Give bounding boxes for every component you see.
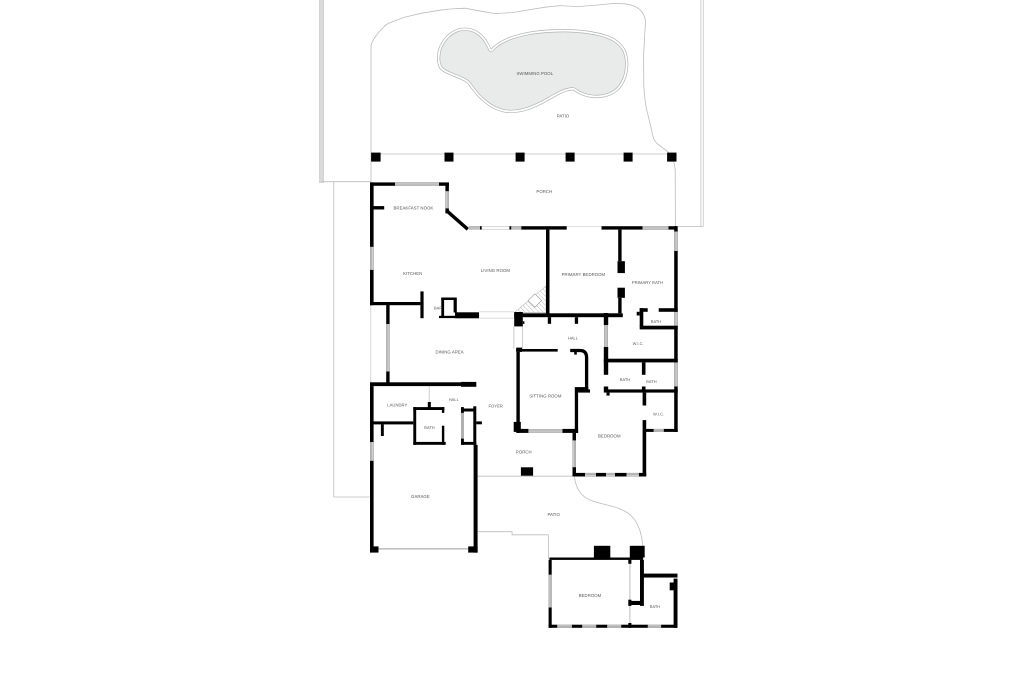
svg-text:PORCH: PORCH <box>536 189 552 194</box>
svg-text:PATIO: PATIO <box>547 512 560 517</box>
svg-text:DINING AREA: DINING AREA <box>435 350 463 355</box>
svg-text:HALL: HALL <box>449 397 460 402</box>
svg-text:BATH: BATH <box>424 425 435 430</box>
svg-text:PRIMARY BEDROOM: PRIMARY BEDROOM <box>562 272 606 277</box>
svg-text:PRIMARY BATH: PRIMARY BATH <box>632 280 663 285</box>
svg-text:FOYER: FOYER <box>488 404 503 409</box>
svg-text:PORCH: PORCH <box>516 450 532 455</box>
svg-text:HALL: HALL <box>568 336 579 341</box>
svg-text:SWIMMING POOL: SWIMMING POOL <box>516 71 553 76</box>
svg-text:LIVING ROOM: LIVING ROOM <box>481 268 511 273</box>
svg-text:BATH: BATH <box>651 319 662 324</box>
svg-text:BEDROOM: BEDROOM <box>598 433 621 438</box>
svg-text:SITTING ROOM: SITTING ROOM <box>529 393 561 398</box>
svg-text:GARAGE: GARAGE <box>411 494 430 499</box>
svg-text:PATIO: PATIO <box>557 114 570 119</box>
svg-text:BEDROOM: BEDROOM <box>579 593 602 598</box>
svg-text:BATH: BATH <box>646 379 657 384</box>
svg-text:BATH: BATH <box>620 377 631 382</box>
svg-text:LAUNDRY: LAUNDRY <box>387 403 407 408</box>
svg-text:BAR: BAR <box>434 305 442 310</box>
svg-text:KITCHEN: KITCHEN <box>403 271 422 276</box>
svg-text:BREAKFAST NOOK: BREAKFAST NOOK <box>394 205 434 210</box>
svg-text:W.I.C.: W.I.C. <box>653 412 664 417</box>
svg-text:W.I.C.: W.I.C. <box>633 341 644 346</box>
svg-text:BATH: BATH <box>650 604 661 609</box>
